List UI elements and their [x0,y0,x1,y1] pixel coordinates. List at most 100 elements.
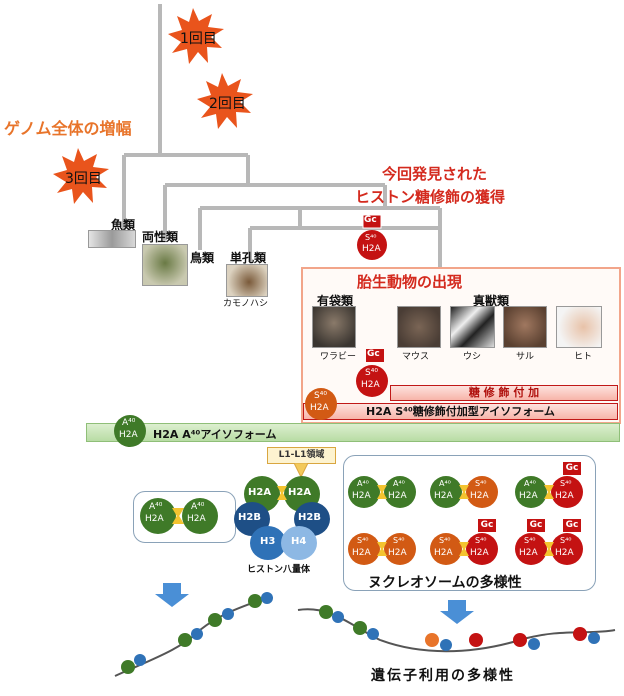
placental-title: 胎生動物の出現 [357,273,463,291]
variant-4-l1-link [459,542,469,556]
variant-2-right-site: S⁴⁰ [560,479,572,488]
octamer-label: ヒストン八量体 [247,565,311,575]
round3-label: 3回目 [65,171,102,187]
octamer-h2b-left-label: H2B [238,512,261,523]
duplication-burst-1 [168,8,224,64]
variant-5-right-site: S⁴⁰ [560,536,572,545]
a40-h2a-circle [114,415,146,447]
h2a-label-orange: H2A [310,403,329,413]
octamer-h3-label: H3 [260,536,276,547]
octamer-h3 [250,526,286,560]
variant-0-left-circle [348,476,380,508]
variant-4-right-gc-tag: Gc [478,519,496,532]
variant-2-left-site: A⁴⁰ [524,479,536,488]
nucleosome-diversity-label: ヌクレオソームの多様性 [368,575,522,591]
variant-3-left-circle [348,533,380,565]
variant-2-right-h2a: H2A [555,491,574,501]
variant-2-left-circle [515,476,547,508]
variant-1-left-site: A⁴⁰ [439,479,451,488]
variant-3-left-site: S⁴⁰ [357,536,369,545]
variant-3-right-circle [384,533,416,565]
h2a-text-pl: H2A [145,514,164,524]
octamer-h4 [281,526,317,560]
gene-usage-diversity-label: 遺伝子利用の多様性 [371,668,515,684]
monkey-photo [503,306,547,348]
variant-0-right-h2a: H2A [388,491,407,501]
l1-pointer [293,463,309,479]
a40-isoform-bar [86,423,620,442]
s40-label-orange: S⁴⁰ [314,391,327,401]
species-wallaby: ワラビー [320,352,357,362]
birds-label: 鳥類 [190,251,215,265]
arrow-down-left [155,583,189,607]
l1-region-box: L1-L1領域 [267,447,336,464]
octamer-h2a-right-label: H2A [288,487,312,498]
variant-5-right-h2a: H2A [555,548,574,558]
a40-pair-right [182,498,218,534]
h2a-label-placental: H2A [361,380,380,390]
nucleosome-beads-left [121,592,273,674]
platypus-photo [226,264,268,297]
mouse-photo [397,306,441,348]
h2a-text-pr: H2A [187,514,206,524]
octamer-h4-label: H4 [291,536,307,547]
octamer-l1-link [277,486,287,500]
genome-duplication-title: ゲノム全体の増幅 [4,119,132,138]
variant-3-right-site: S⁴⁰ [393,536,405,545]
s40-label-tree: S⁴⁰ [365,233,377,242]
variant-0-left-site: A⁴⁰ [357,479,369,488]
variant-0-right-site: A⁴⁰ [393,479,405,488]
variant-5-right-gc-tag: Gc [563,519,581,532]
s40-isoform-bar: H2A S⁴⁰糖修飾付加型アイソフォーム [303,403,618,420]
fish-photo [88,230,136,248]
arrow-down-right [440,600,474,624]
fish-label: 魚類 [111,218,136,232]
a40-text-pl: A⁴⁰ [149,502,163,512]
variant-0-left-h2a: H2A [352,491,371,501]
variant-2-left-h2a: H2A [519,491,538,501]
variant-4-right-circle [466,533,498,565]
glyco-acquisition-marker [357,214,387,260]
s40-h2a-circle-placental [356,365,388,397]
h2a-label-bar: H2A [119,430,138,440]
l1-link-left [172,508,184,524]
species-mouse: マウス [402,352,430,362]
gc-tag-placental [366,349,384,362]
acquisition-title-line1: 今回発見された [382,165,488,183]
amphibians-label: 両性類 [142,230,179,244]
s40-label-placental: S⁴⁰ [365,368,378,378]
h2a-label-tree: H2A [362,244,381,254]
variant-2-right-gc-tag: Gc [563,462,581,475]
gc-label-tree: Gc [364,215,377,225]
variant-5-l1-link [544,542,554,556]
round1-label: 1回目 [180,31,217,47]
nucleosome-diversity-callout [343,455,596,591]
nucleosome-beads-right [319,605,600,651]
variant-5-left-gc-tag: Gc [527,519,545,532]
variant-1-right-site: S⁴⁰ [475,479,487,488]
eutherians-label: 真獣類 [473,294,510,308]
s40-h2a-circle-orange [305,388,337,420]
a40-label-bar: A⁴⁰ [122,418,136,428]
variant-5-left-site: S⁴⁰ [524,536,536,545]
octamer-h2a-left-label: H2A [248,487,272,498]
a40-text-pr: A⁴⁰ [191,502,205,512]
variant-4-left-circle [430,533,462,565]
variant-4-right-site: S⁴⁰ [475,536,487,545]
gc-label-placental: Gc [367,349,380,359]
variant-5-left-circle [515,533,547,565]
variant-2-right-circle [551,476,583,508]
variant-1-l1-link [459,485,469,499]
variant-4-left-site: S⁴⁰ [439,536,451,545]
variant-5-left-h2a: H2A [519,548,538,558]
acquisition-title-line2: ヒストン糖修飾の獲得 [355,188,506,206]
monotremes-label: 単孔類 [230,251,267,265]
s40-isoform-label: H2A S⁴⁰糖修飾付加型アイソフォーム [366,405,555,418]
variant-3-l1-link [377,542,387,556]
l1-region-label: L1-L1領域 [278,450,325,460]
variant-0-right-circle [384,476,416,508]
cow-photo [450,306,495,348]
variant-1-right-circle [466,476,498,508]
octamer-h2b-right-label: H2B [298,512,321,523]
